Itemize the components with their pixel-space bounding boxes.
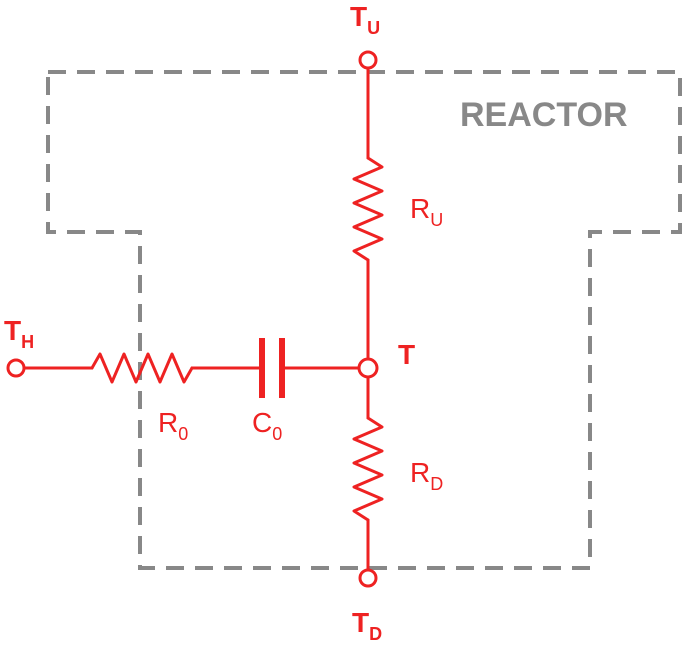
terminal-left	[6, 358, 26, 378]
terminal-center	[357, 357, 379, 379]
label-left-node: TH	[4, 315, 34, 352]
circuit	[6, 50, 384, 588]
terminal-top	[358, 50, 378, 70]
resistor-r0	[90, 352, 194, 384]
terminal-bottom	[358, 568, 378, 588]
reactor-boundary	[46, 70, 682, 570]
resistor-ru	[352, 156, 384, 262]
label-c-zero: C0	[252, 407, 282, 444]
label-top-node: TU	[350, 1, 380, 38]
label-center-node: T	[398, 339, 415, 370]
resistor-rd	[352, 416, 384, 522]
label-bottom-node: TD	[352, 607, 382, 644]
label-r-zero: R0	[158, 407, 188, 444]
label-r-up: RU	[410, 193, 443, 230]
reactor-label: REACTOR	[460, 96, 628, 134]
label-r-down: RD	[410, 457, 443, 494]
